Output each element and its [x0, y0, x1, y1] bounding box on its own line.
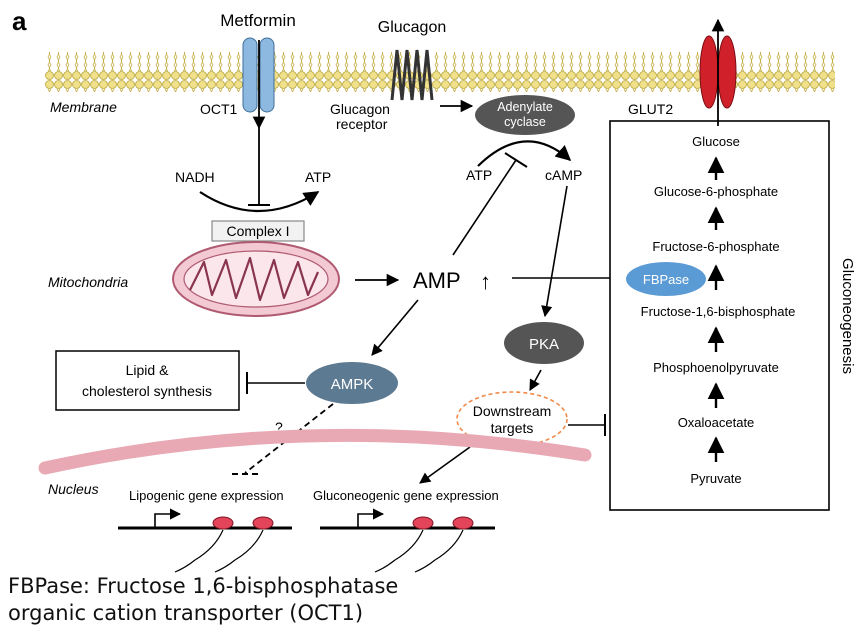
ampk-label: AMPK — [331, 376, 374, 393]
membrane-label: Membrane — [50, 99, 117, 115]
nadh-label: NADH — [175, 169, 215, 185]
pka-node — [504, 322, 584, 364]
gluconeogenic-expression-label: Gluconeogenic gene expression — [313, 488, 499, 503]
glucagon-receptor-label-2: receptor — [336, 116, 388, 132]
glucagon-label: Glucagon — [378, 19, 447, 36]
adenylate-label-2: cyclase — [504, 115, 546, 129]
adenylate-cyclase: Adenylate cyclase — [475, 95, 575, 135]
step-glucose-6-phosphate: Glucose-6-phosphate — [654, 184, 778, 199]
amp-increase-arrow: ↑ — [480, 269, 491, 294]
step-pyruvate: Pyruvate — [690, 471, 741, 486]
step-fructose-6-phosphate: Fructose-6-phosphate — [652, 239, 779, 254]
oct1-label: OCT1 — [200, 101, 238, 117]
downstream-label-2: targets — [491, 420, 534, 436]
complex-i-box — [211, 220, 305, 242]
lipid-label-1: Lipid & — [126, 362, 169, 378]
mitochondrion-icon — [172, 241, 340, 317]
gluconeogenesis-steps: Glucose Glucose-6-phosphate Fructose-6-p… — [641, 134, 796, 486]
ampk-node — [306, 362, 398, 404]
pka-label: PKA — [529, 336, 559, 353]
fbpase-label: FBPase — [643, 272, 689, 287]
gluconeogenesis-label: Gluconeogenesis — [839, 258, 856, 374]
step-glucose: Glucose — [692, 134, 740, 149]
amp-label: AMP — [413, 268, 461, 293]
atp-mid-label: ATP — [466, 167, 492, 183]
gluconeogenic-gene-icon — [320, 508, 495, 573]
glut2-label: GLUT2 — [628, 101, 673, 117]
lipogenic-gene-icon — [118, 508, 292, 573]
camp-label: cAMP — [545, 167, 582, 183]
metformin-label: Metformin — [220, 11, 296, 30]
glut2-transporter — [699, 35, 737, 109]
footer-line-2: organic cation transporter (OCT1) — [8, 601, 364, 625]
oct1-transporter — [242, 37, 275, 113]
mitochondria-label: Mitochondria — [48, 274, 128, 290]
nucleus-membrane — [38, 428, 592, 475]
nucleus-label: Nucleus — [48, 481, 99, 497]
lipid-synthesis-box — [55, 350, 240, 411]
complex-i-label: Complex I — [226, 223, 289, 239]
step-oxaloacetate: Oxaloacetate — [678, 415, 755, 430]
question-mark: ? — [275, 419, 283, 435]
atp-left-label: ATP — [305, 169, 331, 185]
fbpase-node — [626, 262, 706, 296]
step-phosphoenolpyruvate: Phosphoenolpyruvate — [653, 360, 779, 375]
panel-letter: a — [12, 6, 27, 36]
downstream-label-1: Downstream — [473, 403, 552, 419]
lipogenic-label: Lipogenic gene expression — [129, 488, 284, 503]
glucagon-receptor-label-1: Glucagon — [330, 101, 390, 117]
glucagon-receptor-icon — [390, 49, 434, 101]
step-fructose-1-6-bisphosphate: Fructose-1,6-bisphosphate — [641, 304, 796, 319]
adenylate-label-1: Adenylate — [497, 100, 553, 114]
lipid-label-2: cholesterol synthesis — [82, 383, 212, 399]
footer-line-1: FBPase: Fructose 1,6-bisphosphatase — [8, 574, 399, 598]
